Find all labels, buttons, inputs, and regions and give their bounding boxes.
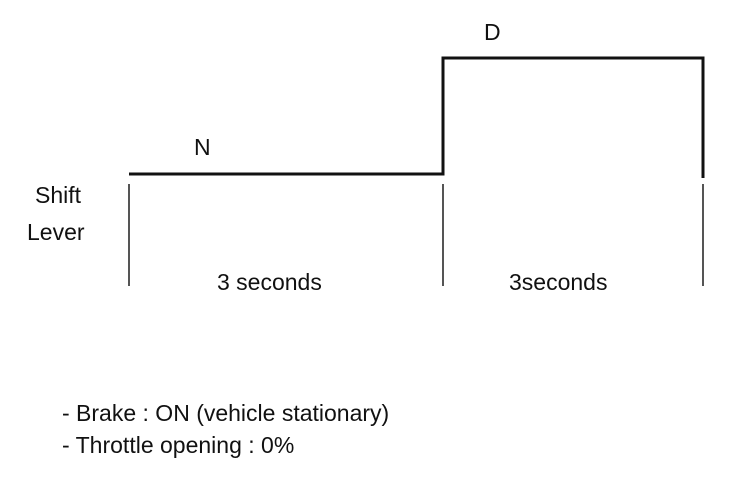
shift-signal-trace (129, 56, 705, 178)
axis-label-line-1: Shift (35, 182, 82, 208)
note-brake: - Brake : ON (vehicle stationary) (62, 400, 390, 426)
state-label-d: D (484, 19, 501, 45)
test-conditions: - Brake : ON (vehicle stationary) - Thro… (62, 397, 389, 461)
state-label-n: N (194, 134, 211, 160)
axis-label-line-2: Lever (27, 219, 85, 245)
duration-label-d: 3seconds (509, 269, 607, 295)
duration-label-n: 3 seconds (217, 269, 322, 295)
note-throttle: - Throttle opening : 0% (62, 432, 295, 458)
